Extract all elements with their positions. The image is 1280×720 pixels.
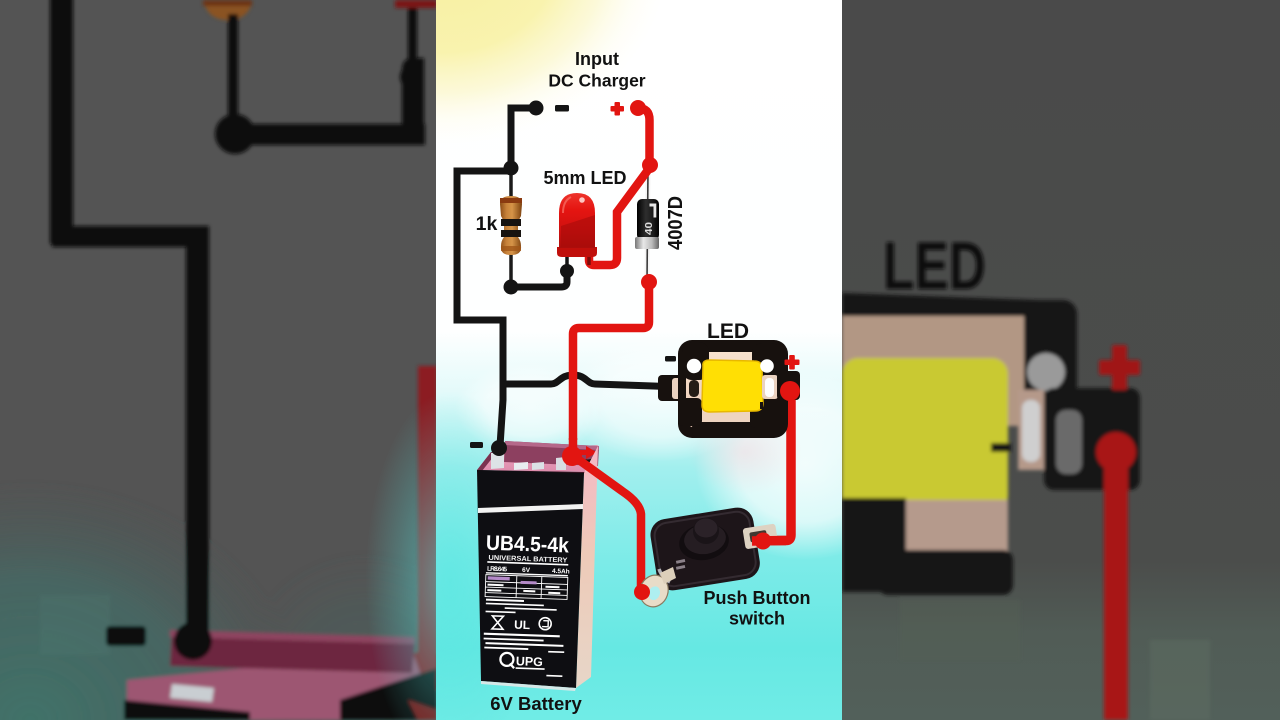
svg-text:UNIVERSAL BATTERY: UNIVERSAL BATTERY xyxy=(488,555,568,565)
svg-text:1k: 1k xyxy=(476,213,498,235)
svg-text:4007D: 4007D xyxy=(665,196,687,250)
svg-text:UPG: UPG xyxy=(516,654,543,669)
svg-text:switch: switch xyxy=(729,609,785,629)
svg-text:UB4.5-4k: UB4.5-4k xyxy=(486,532,570,558)
svg-text:Input: Input xyxy=(575,49,619,69)
svg-text:4.5Ah: 4.5Ah xyxy=(552,568,570,576)
svg-text:UL: UL xyxy=(514,618,530,633)
svg-text:LR8.645: LR8.645 xyxy=(487,566,508,574)
svg-text:40: 40 xyxy=(644,221,655,235)
svg-text:6V Battery: 6V Battery xyxy=(490,693,582,714)
svg-text:DC Charger: DC Charger xyxy=(548,71,645,91)
svg-text:LED: LED xyxy=(707,320,749,343)
svg-text:Push Button: Push Button xyxy=(704,588,811,608)
svg-text:5mm LED: 5mm LED xyxy=(543,168,626,188)
svg-text:6V: 6V xyxy=(522,567,531,574)
svg-text:LED: LED xyxy=(883,228,986,304)
